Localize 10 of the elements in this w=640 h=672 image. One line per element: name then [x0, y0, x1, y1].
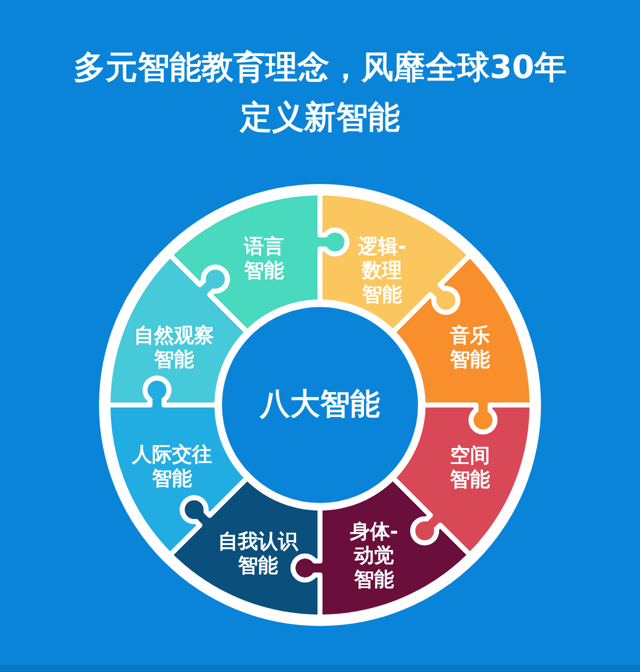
node-label: 逻辑-数理智能 — [356, 234, 408, 306]
title: 多元智能教育理念，风靡全球30年定义新智能 — [72, 47, 568, 138]
node-label: 语言智能 — [242, 234, 285, 282]
node-label: 自然观察智能 — [133, 323, 215, 371]
node-label: 自我认识智能 — [217, 529, 300, 577]
node-label: 身体-动觉智能 — [348, 519, 400, 591]
node-label: 空间智能 — [448, 443, 491, 491]
center-label: 八大智能 — [260, 387, 380, 423]
node-label: 音乐智能 — [448, 323, 491, 371]
node-label: 人际交往智能 — [130, 442, 213, 490]
